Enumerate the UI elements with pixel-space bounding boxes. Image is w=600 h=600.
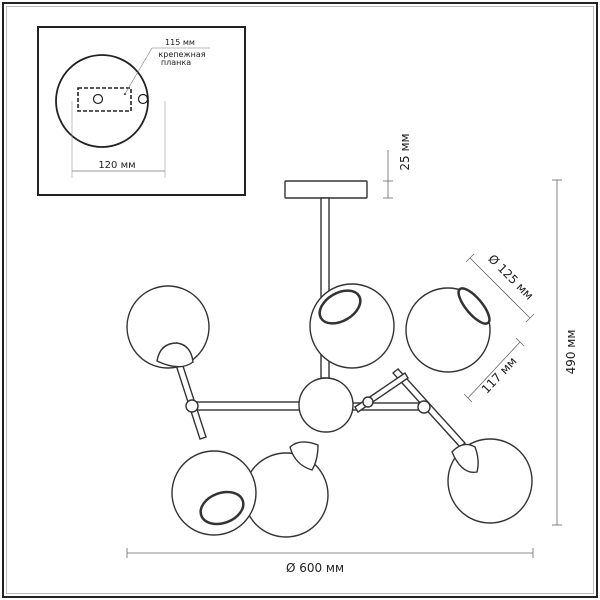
total-diameter-label: Ø 600 мм: [286, 561, 344, 575]
plate-length-label: 115 мм: [165, 38, 195, 47]
globe-top-left: [126, 285, 210, 369]
mounting-plate: [77, 87, 132, 112]
center-hub: [298, 377, 354, 433]
shade-diameter-label: Ø 125 мм: [485, 252, 536, 303]
canopy-diameter-label: 120 мм: [98, 160, 135, 171]
canopy-top-view: [55, 54, 149, 148]
shade-height-label: 117 мм: [479, 354, 520, 396]
canopy-height-label: 25 мм: [398, 133, 412, 170]
dimension-lines: [126, 150, 562, 558]
mounting-inset: 115 мм крепежная планка 120 мм: [37, 26, 246, 196]
inner-frame: [6, 6, 594, 594]
total-height-label: 490 мм: [564, 330, 578, 375]
plate-label-2: планка: [161, 58, 191, 67]
chandelier: [126, 180, 533, 538]
plate-label-1: крепежная: [158, 50, 205, 59]
canopy: [284, 180, 368, 199]
